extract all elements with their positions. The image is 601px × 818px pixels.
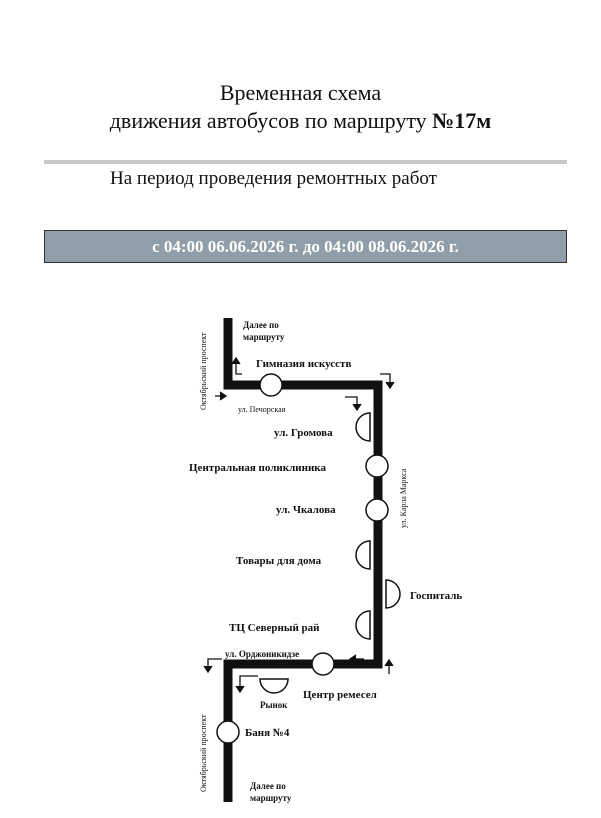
title-line-2: движения автобусов по маршруту №17м (0, 108, 601, 134)
continue-top-line2: маршруту (243, 332, 285, 342)
stop-centr-remesel-marker (311, 652, 335, 676)
street-karla-marksa: ул. Карла Маркса (399, 468, 408, 528)
stop-gromova-marker (355, 412, 371, 442)
stop-gimnaziya-label: Гимназия искусств (256, 358, 351, 370)
stop-chkalova-label: ул. Чкалова (276, 504, 336, 516)
period-banner: с 04:00 06.06.2026 г. до 04:00 08.06.202… (44, 230, 567, 263)
stop-gimnaziya-marker (259, 373, 283, 397)
divider (44, 160, 567, 164)
stop-tc-sever-label: ТЦ Северный рай (229, 622, 320, 634)
stop-tc-sever-marker (355, 610, 371, 640)
title-prefix: движения автобусов по маршруту (109, 108, 433, 133)
continue-bottom-line1: Далее по (250, 781, 286, 791)
direction-arrows (203, 356, 395, 694)
continue-bottom-line2: маршруту (250, 793, 292, 803)
route-number: №17м (432, 108, 492, 133)
stop-rynok-marker (259, 678, 289, 694)
title-line-1: Временная схема (219, 80, 382, 105)
route-line (223, 318, 383, 802)
stop-tovary-marker (355, 540, 371, 570)
street-oktyabrsky-top: Октябрьский проспект (199, 332, 208, 410)
stop-tovary-label: Товары для дома (236, 555, 322, 567)
street-ordzhonikidze: ул. Орджоникидзе (225, 649, 299, 659)
stop-gospital-label: Госпиталь (410, 590, 462, 602)
street-pechorskaya: ул. Печорская (238, 405, 286, 414)
stop-chkalova-marker (365, 498, 389, 522)
stop-gromova-label: ул. Громова (274, 427, 333, 439)
subtitle: На период проведения ремонтных работ (110, 168, 437, 189)
stop-rynok-label: Рынок (260, 700, 288, 710)
stop-banya-label: Баня №4 (245, 727, 290, 739)
stop-centr-remesel-label: Центр ремесел (303, 689, 377, 701)
stop-poliklinika-label: Центральная поликлиника (189, 462, 326, 474)
stop-banya-marker (216, 720, 240, 744)
street-oktyabrsky-bottom: Октябрьский проспект (199, 714, 208, 792)
stop-poliklinika-marker (365, 454, 389, 478)
continue-top-line1: Далее по (243, 320, 279, 330)
stop-gospital-marker (385, 579, 401, 609)
